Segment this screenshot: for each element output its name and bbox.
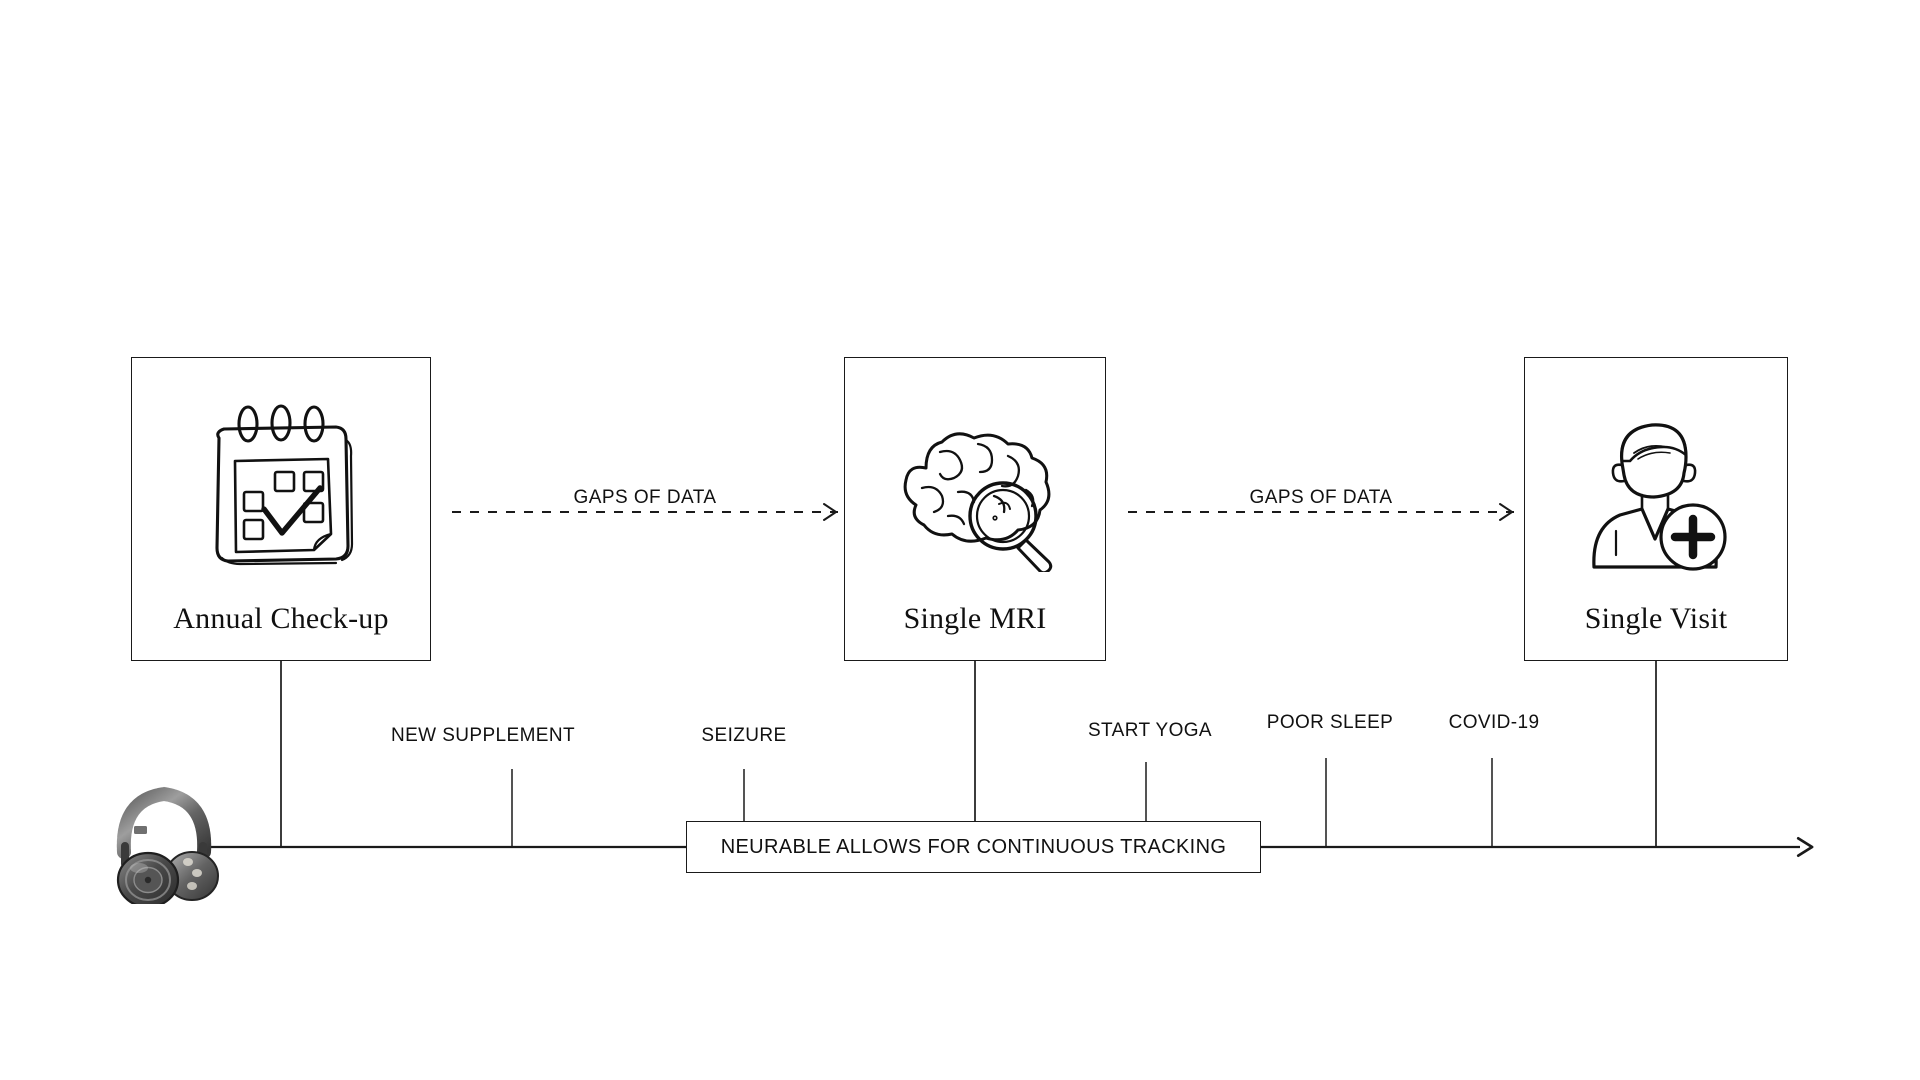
calendar-check-icon [132, 358, 430, 604]
event-label-start-yoga: START YOGA [1087, 720, 1213, 741]
event-label-poor-sleep: POOR SLEEP [1266, 712, 1394, 733]
event-label-new-supplement: NEW SUPPLEMENT [390, 725, 576, 746]
gap-label-2: GAPS OF DATA [1239, 488, 1403, 507]
card-single-visit[interactable]: Single Visit [1524, 357, 1788, 661]
event-label-covid-19: COVID-19 [1448, 712, 1540, 733]
card-annual-checkup[interactable]: Annual Check-up [131, 357, 431, 661]
card-label-single-visit: Single Visit [1584, 602, 1728, 635]
patient-plus-icon [1525, 358, 1787, 604]
gap-connector-1: GAPS OF DATA [452, 488, 838, 524]
gap-connector-2: GAPS OF DATA [1128, 488, 1514, 524]
headphones-icon [108, 778, 220, 909]
card-label-annual-checkup: Annual Check-up [173, 602, 389, 635]
continuous-tracking-label: NEURABLE ALLOWS FOR CONTINUOUS TRACKING [720, 836, 1227, 858]
gap-label-1: GAPS OF DATA [563, 488, 727, 507]
card-single-mri[interactable]: Single MRI [844, 357, 1106, 661]
event-label-seizure: SEIZURE [701, 725, 787, 746]
brain-magnifier-icon [845, 358, 1105, 604]
continuous-tracking-box[interactable]: NEURABLE ALLOWS FOR CONTINUOUS TRACKING [686, 821, 1261, 873]
card-label-single-mri: Single MRI [903, 602, 1047, 635]
